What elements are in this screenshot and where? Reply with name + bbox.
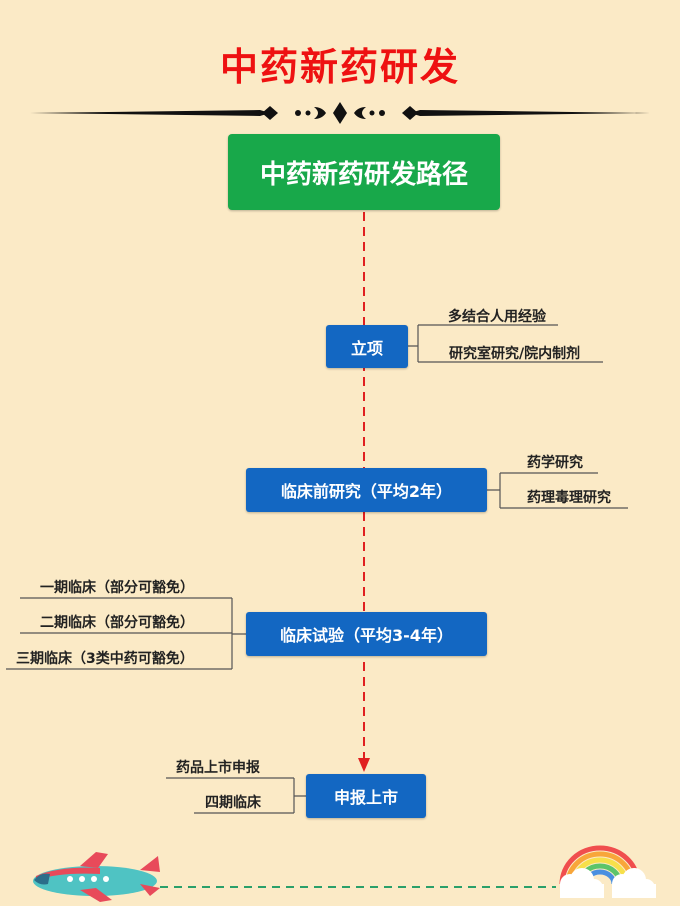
step-node-preclinical: 临床前研究（平均2年） xyxy=(246,468,487,512)
branch-label: 三期临床（3类中药可豁免） xyxy=(16,651,194,667)
page-title: 中药新药研发 xyxy=(219,45,460,89)
branch-label: 多结合人用经验 xyxy=(448,309,546,325)
arrow-head-icon xyxy=(358,758,370,772)
root-node: 中药新药研发路径 xyxy=(228,134,500,210)
branch-label: 一期临床（部分可豁免） xyxy=(40,580,194,596)
step-node-clinical-trial: 临床试验（平均3-4年） xyxy=(246,612,487,656)
airplane-icon xyxy=(33,852,160,902)
branch-label: 二期临床（部分可豁免） xyxy=(40,615,194,631)
ornament-divider-icon xyxy=(30,102,650,124)
branch-label: 研究室研究/院内制剂 xyxy=(449,346,581,362)
branch-label: 药理毒理研究 xyxy=(527,490,611,506)
step-node-marketing-application: 申报上市 xyxy=(306,774,426,818)
step-node-initiation: 立项 xyxy=(326,325,408,368)
rainbow-cloud-icon xyxy=(559,845,656,898)
branch-label: 药品上市申报 xyxy=(176,760,260,776)
branch-label: 药学研究 xyxy=(527,455,583,471)
branch-label: 四期临床 xyxy=(205,795,261,811)
